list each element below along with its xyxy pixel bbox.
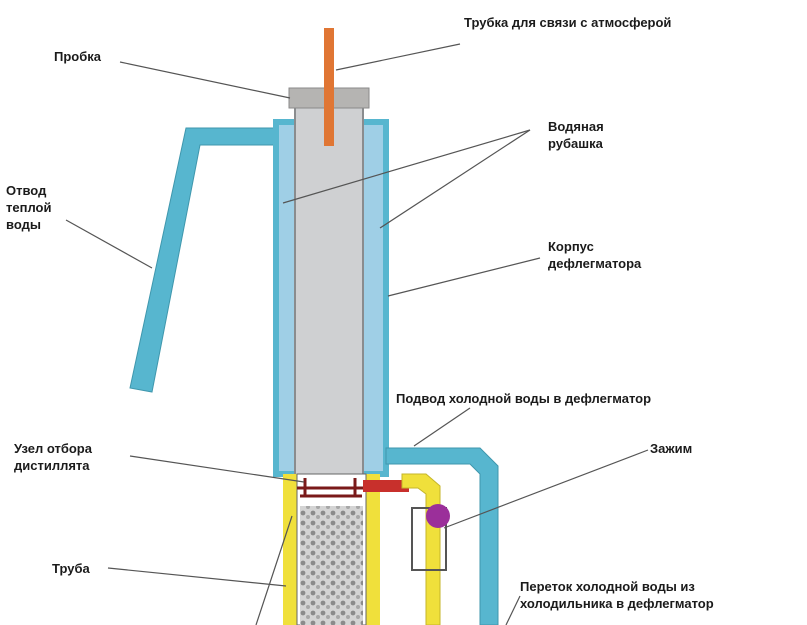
label-pipe: Труба xyxy=(52,561,90,576)
leader-clamp xyxy=(443,449,649,529)
leader-overflow xyxy=(505,595,521,625)
leader-lines xyxy=(65,43,649,625)
distillate-node xyxy=(297,478,363,498)
leader-pipe xyxy=(107,567,287,587)
lower-pipe-left-wall xyxy=(283,474,297,625)
label-cold-water-overflow: Переток холодной воды из холодильника в … xyxy=(520,579,714,611)
lower-pipe-right-wall xyxy=(366,474,380,625)
label-cold-water-inlet: Подвод холодной воды в дефлегматор xyxy=(396,391,652,406)
clamp-body xyxy=(411,507,447,571)
inner-tube xyxy=(294,105,364,479)
label-plug: Пробка xyxy=(54,49,101,64)
leader-distillate-node xyxy=(129,455,305,483)
leader-plug xyxy=(119,61,291,99)
distillate-outlet-pipe xyxy=(363,480,409,492)
clamp-knob xyxy=(426,504,450,528)
label-clamp: Зажим xyxy=(650,441,693,456)
label-vent-tube: Трубка для связи с атмосферой xyxy=(464,15,672,30)
label-water-jacket: Водяная рубашка xyxy=(548,119,604,151)
leader-warm-outlet xyxy=(65,219,153,269)
leader-jacket-right xyxy=(379,129,531,229)
leader-cold-inlet xyxy=(413,407,471,447)
yellow-overflow-pipe xyxy=(401,473,441,625)
packing xyxy=(300,506,363,625)
label-warm-water-outlet: Отвод теплой воды xyxy=(6,183,52,232)
cold-water-inlet-pipe xyxy=(385,447,499,625)
vent-tube xyxy=(324,28,334,146)
leader-packing xyxy=(255,515,293,625)
leader-body xyxy=(387,257,541,297)
label-body: Корпус дефлегматора xyxy=(548,239,642,271)
label-distillate-node: Узел отбора дистиллята xyxy=(14,441,92,473)
leader-jacket-left xyxy=(282,129,531,204)
warm-water-outlet-pipe xyxy=(129,127,277,393)
leader-vent-tube xyxy=(335,43,461,71)
